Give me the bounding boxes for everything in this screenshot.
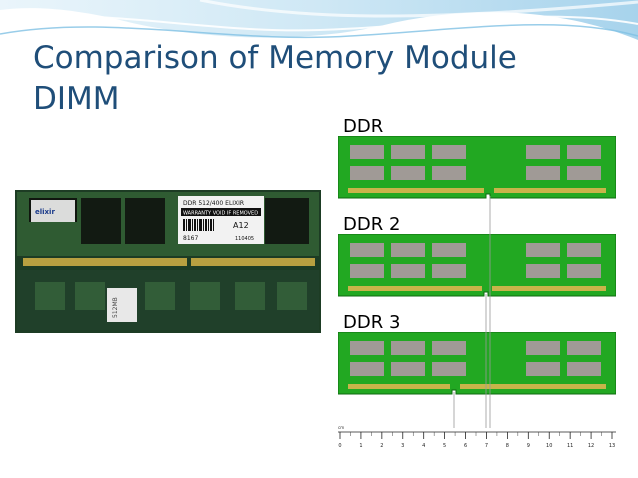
ruler-tick-label: 11 [567, 443, 573, 449]
ruler-tick-label: 13 [609, 443, 615, 449]
ruler-tick-label: 1 [359, 443, 362, 449]
photo-side-label: 512MB [112, 297, 119, 318]
ruler-tick-label: 5 [443, 443, 446, 449]
header-wave-decoration [0, 0, 638, 40]
photo-brand-text: elixir [35, 208, 55, 216]
ddr3-module-diagram [338, 332, 616, 395]
ruler-tick-label: 12 [588, 443, 594, 449]
slide-title-line-1: Comparison of Memory Module [33, 40, 517, 76]
dimm-photo: elixir DDR 512/400 ELIXIR WARRANTY VOID … [15, 190, 321, 333]
sticker-barcode [183, 219, 214, 231]
ruler-tick-label: 4 [422, 443, 425, 449]
module-label-ddr3: DDR 3 [343, 312, 401, 333]
module-label-ddr2: DDR 2 [343, 214, 401, 235]
ruler-tick-label: 0 [338, 443, 341, 449]
sticker-num: 8167 [183, 235, 198, 242]
notch-guide-lines [453, 196, 491, 428]
module-label-ddr: DDR [343, 116, 384, 137]
slide-title: Comparison of Memory Module DIMM [33, 38, 517, 120]
ruler-tick-label: 6 [464, 443, 467, 449]
sticker-line-1: DDR 512/400 ELIXIR [183, 200, 244, 207]
ddr-module-diagram [338, 136, 616, 199]
slide-title-line-2: DIMM [33, 81, 120, 117]
sticker-code: A12 [233, 221, 249, 230]
ddr2-module-diagram [338, 234, 616, 297]
ruler-tick-label: 9 [527, 443, 530, 449]
sticker-line-2: WARRANTY VOID IF REMOVED [183, 211, 258, 217]
ruler-tick-label: 2 [380, 443, 383, 449]
ruler-tick-label: 8 [506, 443, 509, 449]
ruler-tick-label: 3 [401, 443, 404, 449]
ruler-tick-label: 7 [485, 443, 488, 449]
sticker-sub: 110405 [235, 236, 254, 242]
ruler-unit: cm [338, 425, 344, 430]
ruler-tick-label: 10 [546, 443, 552, 449]
